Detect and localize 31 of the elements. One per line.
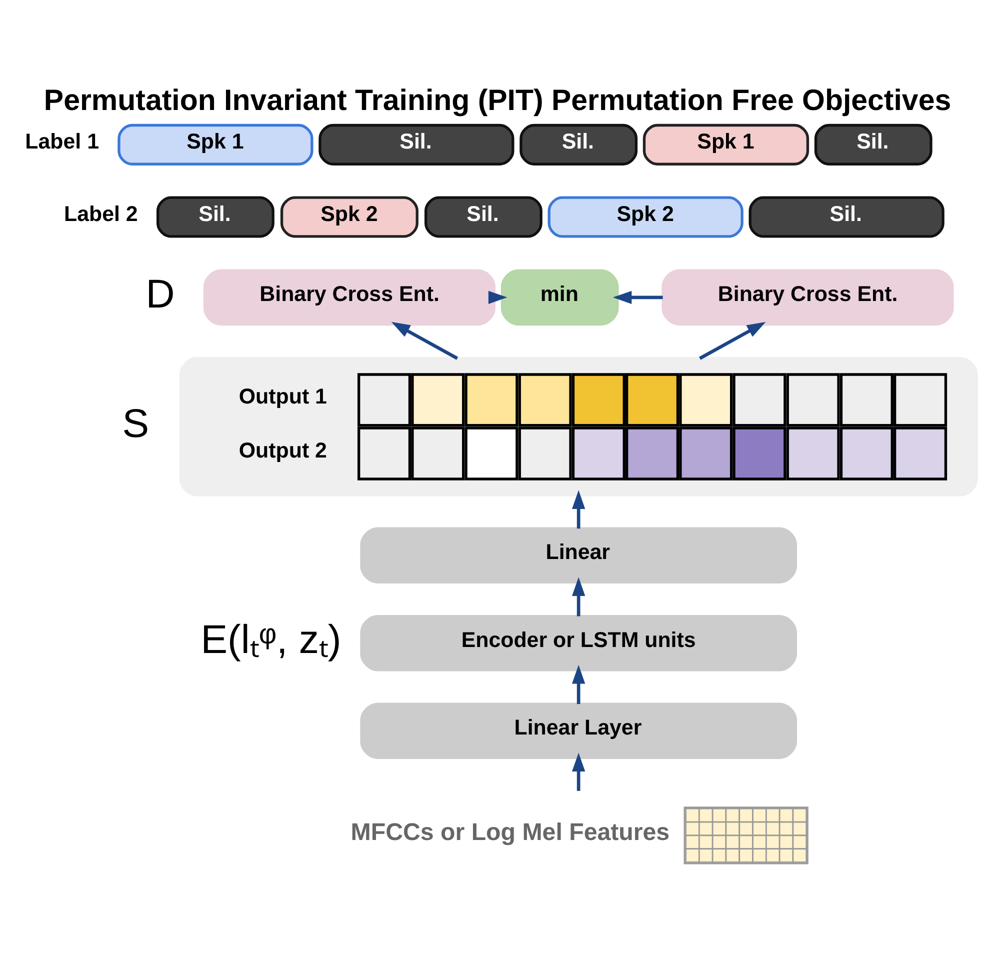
- arrow: [488, 290, 507, 304]
- diagram-title: Permutation Invariant Training (PIT) Permutation Free Objectives: [43, 83, 951, 116]
- node-box: Sil.: [814, 123, 932, 165]
- arrow: [612, 290, 662, 304]
- node-box: Sil.: [156, 196, 274, 238]
- node-box: Spk 1: [117, 123, 313, 165]
- label: D: [145, 270, 174, 316]
- node-box: Spk 2: [547, 196, 743, 238]
- arrow: [572, 752, 585, 790]
- node-box: Binary Cross Ent.: [661, 268, 954, 326]
- arrow: [572, 490, 585, 528]
- arrow: [572, 664, 585, 704]
- label: S: [122, 400, 149, 446]
- node-box: Encoder or LSTM units: [360, 614, 796, 671]
- node-box: min: [500, 268, 618, 326]
- label: E(lₜᵠ, zₜ): [200, 616, 341, 662]
- label: Label 1: [24, 128, 98, 153]
- node-box: Linear: [360, 526, 796, 583]
- node-box: Output 1 Output 2: [178, 356, 978, 496]
- label: Label 2: [64, 201, 138, 226]
- node-box: Linear Layer: [360, 702, 796, 759]
- node-box: Sil.: [748, 196, 944, 238]
- node-label: MFCCs or Log Mel Features: [350, 818, 670, 846]
- node-box: Spk 1: [642, 123, 809, 165]
- arrow: [572, 576, 585, 616]
- node-box: Sil.: [519, 123, 638, 165]
- node-box: Sil.: [424, 196, 542, 238]
- node-box: Sil.: [318, 123, 514, 165]
- arrow: [390, 321, 458, 360]
- node-box: Spk 2: [280, 196, 418, 238]
- arrow: [698, 321, 766, 360]
